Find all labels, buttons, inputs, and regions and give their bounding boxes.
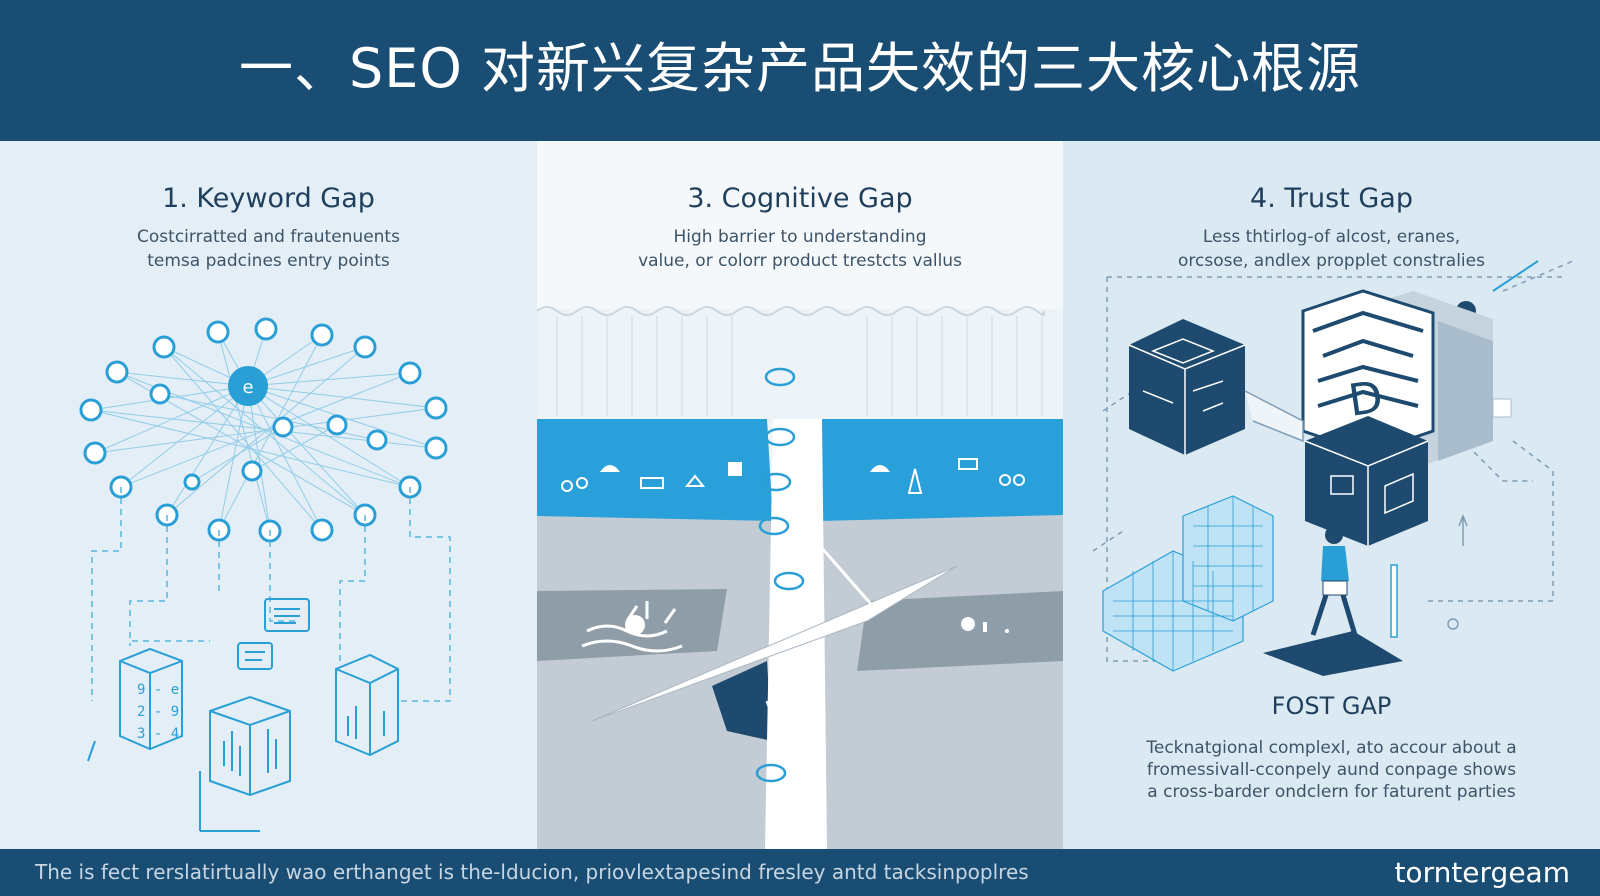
header-bar: 一、SEO 对新兴复杂产品失效的三大核心根源 bbox=[0, 0, 1600, 141]
fost-gap-description-line: fromessivall-cconpely aund conpage shows bbox=[1146, 760, 1517, 780]
panel-title: 1. Keyword Gap bbox=[162, 183, 375, 214]
fost-gap-description-line: Tecknatgional complexl, ato accour about… bbox=[1146, 738, 1517, 758]
cube-label: 9 - e bbox=[137, 682, 179, 698]
panel-description-line: orcsose, andlex propplet constralies bbox=[1178, 251, 1485, 271]
panel-description: Costcirratted and frautenuents temsa pad… bbox=[0, 225, 537, 273]
trust-gap-illustration: D bbox=[1092, 260, 1574, 676]
water-left bbox=[537, 419, 773, 523]
footer-brand: torntergeam bbox=[1394, 856, 1570, 889]
document-icon bbox=[264, 598, 310, 632]
person-icon bbox=[1310, 526, 1358, 636]
panel-description-line: Costcirratted and frautenuents bbox=[137, 227, 400, 247]
panel-description: Less thtirlog-of alcost, eranes, orcsose… bbox=[1063, 225, 1600, 273]
footer-bar: The is fect rerslatirtually wao erthange… bbox=[0, 849, 1600, 896]
keyword-network-illustration: e 9 - e 2 - bbox=[79, 317, 451, 832]
fost-gap-title: FOST GAP bbox=[1271, 692, 1392, 720]
panel-description-line: High barrier to understanding bbox=[673, 227, 927, 247]
water-right bbox=[819, 419, 1063, 523]
page-title: 一、SEO 对新兴复杂产品失效的三大核心根源 bbox=[238, 37, 1362, 100]
panel-cognitive-gap: 3. Cognitive Gap High barrier to underst… bbox=[537, 141, 1063, 849]
panel-keyword-gap: 1. Keyword Gap Costcirratted and frauten… bbox=[0, 141, 537, 849]
chart-cube-icon bbox=[119, 647, 183, 751]
panel-trust-gap: 4. Trust Gap Less thtirlog-of alcost, er… bbox=[1063, 141, 1600, 849]
panel-description-line: temsa padcines entry points bbox=[147, 251, 390, 271]
cube-label: 2 - 9 bbox=[137, 704, 179, 720]
panel-description-line: Less thtirlog-of alcost, eranes, bbox=[1202, 227, 1461, 247]
cube-dark-icon bbox=[1129, 319, 1245, 455]
svg-text:e: e bbox=[242, 377, 253, 398]
stepping-stone-icon bbox=[764, 367, 796, 387]
cognitive-gap-illustration bbox=[537, 306, 1063, 849]
panel-title: 4. Trust Gap bbox=[1250, 183, 1413, 214]
panel-title: 3. Cognitive Gap bbox=[687, 183, 913, 214]
panel-description: High barrier to understanding value, or … bbox=[537, 225, 1063, 273]
cube-label: 3 - 4 bbox=[137, 726, 179, 742]
panel-description-line: value, or colorr product trestcts vallus bbox=[638, 251, 962, 271]
fost-gap-description: Tecknatgional complexl, ato accour about… bbox=[1063, 737, 1600, 803]
network-hub-icon bbox=[228, 366, 268, 406]
fost-gap-description-line: a cross-barder ondclern for faturent par… bbox=[1147, 782, 1516, 802]
footer-caption: The is fect rerslatirtually wao erthange… bbox=[35, 860, 1029, 884]
